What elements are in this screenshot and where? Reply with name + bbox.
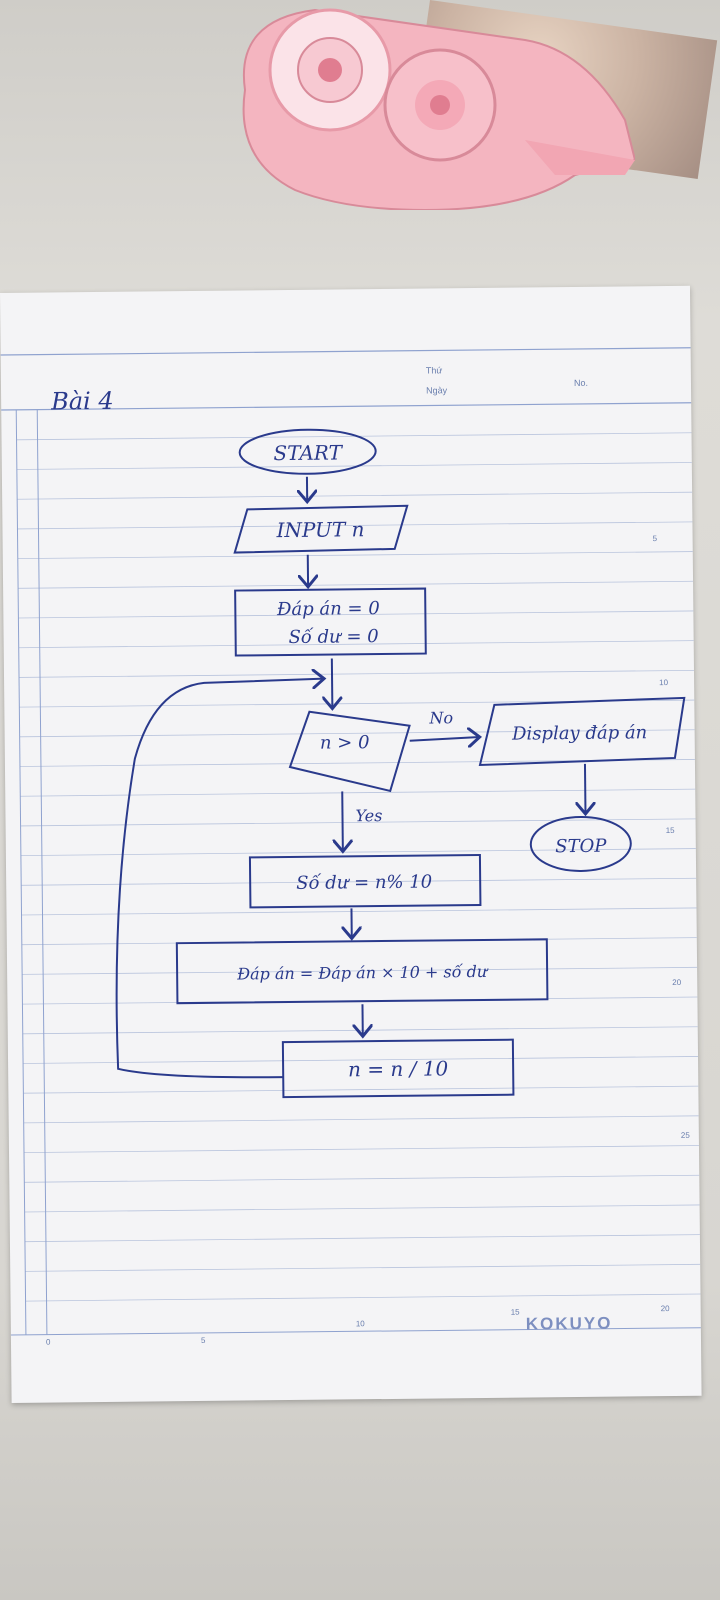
ruled-line [25, 1293, 701, 1302]
ruled-line [16, 462, 692, 470]
ruled-line [21, 877, 697, 886]
correction-tape [242, 8, 635, 210]
ruler-bottom-5: 5 [201, 1336, 206, 1345]
ruler-bottom-0: 0 [46, 1338, 51, 1347]
ruled-line [22, 1026, 698, 1035]
ruled-line [19, 669, 694, 678]
ruled-line [21, 907, 697, 916]
divide-process-box [281, 1038, 515, 1099]
stop-label: STOP [555, 836, 607, 858]
ruled-lines [16, 432, 701, 1302]
ruler-bottom-15: 15 [511, 1308, 521, 1317]
no-branch-label: No [428, 708, 453, 727]
ruled-line [18, 580, 694, 589]
ruler-bottom-20: 20 [661, 1304, 671, 1313]
init-remainder-label: Số dư = 0 [288, 626, 378, 648]
ruled-line [25, 1263, 701, 1272]
display-output [478, 696, 686, 767]
display-label: Display đáp án [511, 722, 647, 744]
ruled-line [20, 818, 696, 827]
ruler-right-5: 5 [653, 534, 658, 543]
input-parallelogram [233, 504, 409, 554]
ruled-line [23, 1145, 699, 1153]
ruled-line [18, 640, 694, 649]
divide-step-label: n = n / 10 [348, 1056, 449, 1081]
ruled-line [19, 729, 695, 738]
remainder-process-box [248, 853, 482, 909]
ruled-line [17, 491, 693, 500]
stop-terminal [529, 815, 632, 872]
ruled-line [23, 1085, 699, 1094]
init-process-box [234, 587, 427, 657]
answer-step-label: Đáp án = Đáp án × 10 + số dư [236, 962, 489, 984]
ruler-right-15: 15 [666, 826, 676, 835]
ruled-line [22, 966, 698, 975]
ruler-bottom-10: 10 [356, 1319, 366, 1328]
ruler-right-25: 25 [681, 1131, 691, 1140]
ruled-line [17, 551, 693, 560]
page-heading: Bài 4 [50, 387, 114, 416]
ruled-line [20, 848, 696, 857]
ruled-line [24, 1174, 700, 1183]
ruler-right-10: 10 [659, 678, 669, 687]
ruled-line [23, 1115, 699, 1124]
yes-branch-label: Yes [355, 806, 382, 825]
ruled-line [24, 1204, 700, 1213]
condition-label: n > 0 [320, 732, 370, 754]
brand-logo: KOKUYO [526, 1314, 613, 1334]
start-terminal [238, 428, 377, 475]
ruler-right-20: 20 [672, 978, 682, 987]
ngay-label: Ngày [426, 385, 448, 395]
loop-back-arrow [115, 679, 328, 1079]
ruled-line [20, 788, 696, 797]
answer-process-box [175, 938, 549, 1005]
ruled-line [18, 610, 694, 619]
ruled-line [17, 521, 693, 530]
remainder-step-label: Số dư = n% 10 [296, 872, 432, 894]
number-label: No. [574, 378, 588, 388]
init-answer-label: Đáp án = 0 [276, 598, 380, 620]
thu-label: Thứ [426, 365, 443, 375]
ruled-line [24, 1234, 700, 1243]
input-label: INPUT n [275, 517, 364, 542]
ruled-line [16, 432, 692, 441]
ruled-line [23, 1056, 699, 1064]
condition-decision [288, 710, 411, 793]
start-label: START [273, 440, 343, 465]
